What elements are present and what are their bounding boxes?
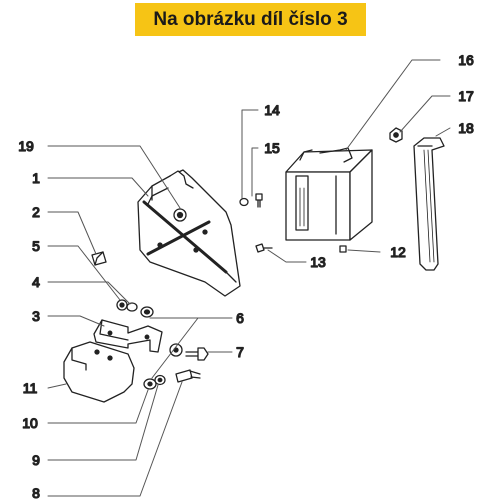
callout-2: 2 [32, 204, 40, 220]
callout-labels: 19 1 2 5 4 3 6 7 11 10 9 8 14 15 13 12 1… [18, 51, 475, 500]
callout-3: 3 [32, 308, 40, 324]
clip-part [91, 251, 107, 266]
bolt-and-washer [169, 343, 209, 361]
callout-14: 14 [264, 102, 280, 118]
title-text: Na obrázku díl číslo 3 [153, 8, 348, 30]
leader-lines [47, 59, 451, 497]
callout-10: 10 [22, 415, 38, 431]
callout-4: 4 [32, 274, 40, 290]
nut-and-washer [116, 299, 154, 318]
callout-6: 6 [236, 310, 244, 326]
title-banner: Na obrázku díl číslo 3 [135, 3, 366, 36]
callout-7: 7 [236, 344, 244, 360]
callout-11: 11 [23, 380, 38, 396]
nut-part-17 [389, 127, 403, 143]
callout-1: 1 [32, 170, 40, 186]
callout-9: 9 [32, 452, 40, 468]
callout-5: 5 [32, 238, 40, 254]
callout-17: 17 [458, 88, 474, 104]
callout-12: 12 [390, 244, 406, 260]
bracket-part-3 [93, 319, 163, 353]
screw-set [143, 369, 201, 390]
callout-15: 15 [264, 140, 280, 156]
cover-part-11 [63, 341, 135, 403]
battery-part-16 [285, 147, 373, 241]
callout-13: 13 [310, 254, 326, 270]
strap-part-18 [413, 137, 445, 271]
callout-16: 16 [458, 52, 474, 68]
small-fasteners [239, 193, 347, 253]
callout-8: 8 [32, 485, 40, 500]
callout-19: 19 [18, 138, 34, 154]
battery-holder-plate [137, 169, 241, 297]
callout-18: 18 [458, 120, 474, 136]
